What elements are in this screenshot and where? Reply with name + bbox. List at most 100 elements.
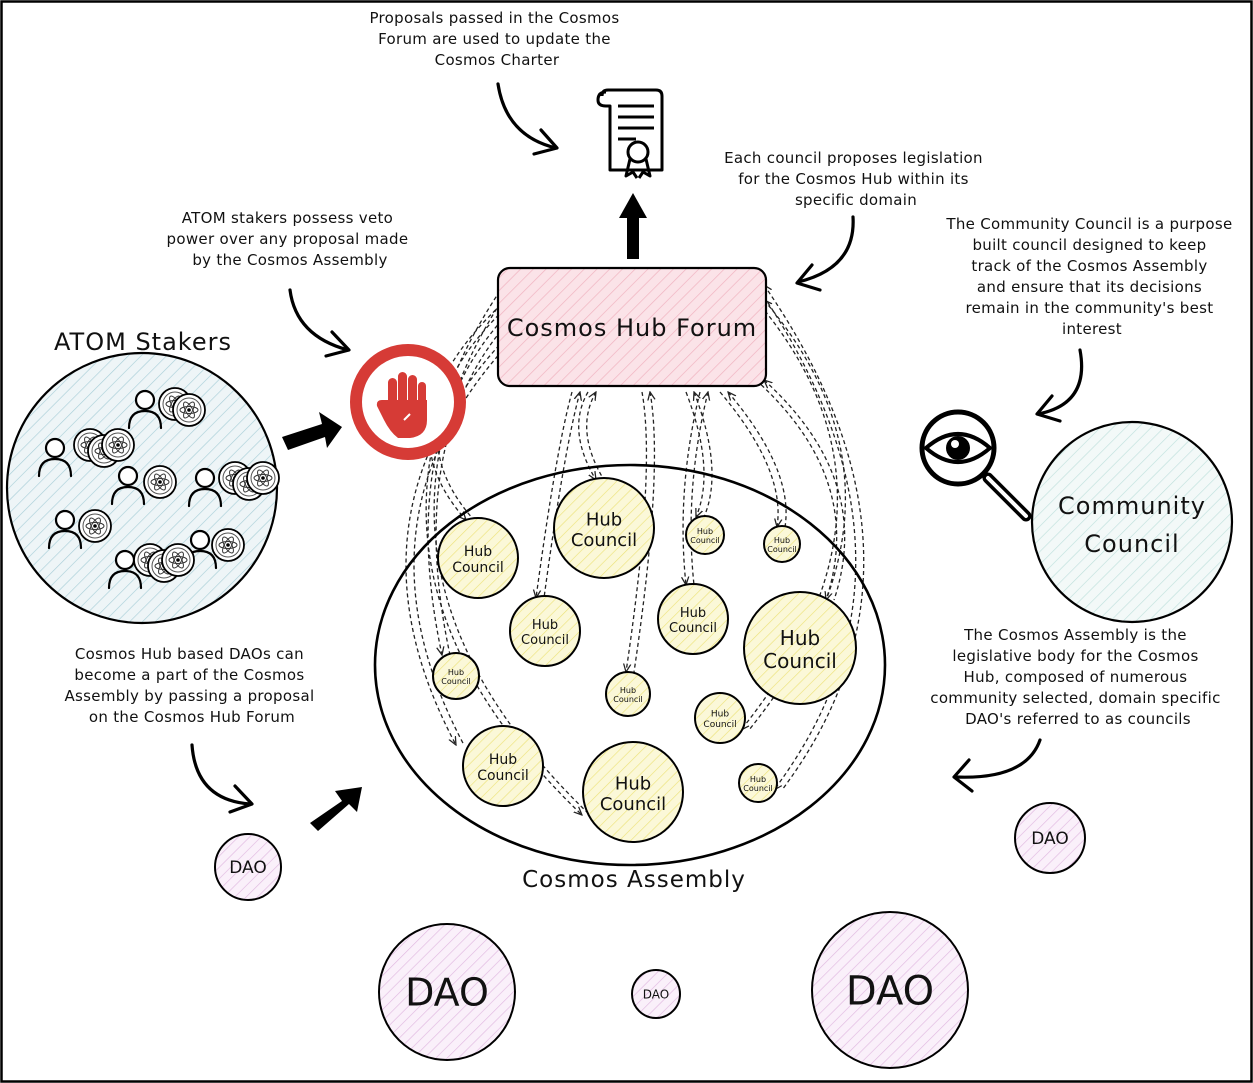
annotation-arrows xyxy=(190,82,1084,814)
stakers-members xyxy=(37,387,280,590)
forum-council-edge xyxy=(764,380,846,601)
note-daos: Cosmos Hub based DAOs can become a part … xyxy=(65,645,320,726)
atom-token-icon xyxy=(246,461,280,495)
hub-council-label-line1: Hub xyxy=(780,626,820,650)
dao-circle[interactable]: DAO xyxy=(1014,802,1086,874)
hub-council-outline xyxy=(738,763,778,803)
hub-council-label-line1: Hub xyxy=(697,527,713,536)
dao-label: DAO xyxy=(846,968,934,1014)
note-charter: Proposals passed in the Cosmos Forum are… xyxy=(369,9,624,69)
forum-council-edge xyxy=(690,392,708,586)
atom-token-icon xyxy=(172,393,206,427)
community-council-circle[interactable]: Community Council xyxy=(1030,420,1234,624)
dao-circle-outline xyxy=(631,969,681,1019)
community-note-arrowhead xyxy=(1035,394,1062,423)
hub-council-label-line2: Council xyxy=(703,720,736,730)
staker-user-icon xyxy=(187,467,223,508)
hub-council-label-line2: Council xyxy=(763,649,837,673)
hub-council-label-line1: Hub xyxy=(750,775,766,784)
magnifier-eye-icon xyxy=(919,409,1032,522)
hub-council-label-line1: Hub xyxy=(464,544,492,560)
hub-council-label-line2: Council xyxy=(452,560,504,576)
atom-token-icon xyxy=(211,528,245,562)
community-note-arrow xyxy=(1036,348,1084,416)
dao-note-arrow xyxy=(190,743,252,806)
forum-council-edge xyxy=(683,391,701,585)
hub-council-label-line1: Hub xyxy=(620,686,636,695)
forum-box[interactable]: Cosmos Hub Forum xyxy=(496,266,768,388)
veto-note-arrow xyxy=(288,288,350,352)
note-veto: ATOM stakers possess veto power over any… xyxy=(167,209,414,269)
note-legislation: Each council proposes legislation for th… xyxy=(724,149,988,209)
hub-council-label-line1: Hub xyxy=(680,606,706,621)
hub-council-label-line2: Council xyxy=(690,536,719,545)
forum-council-edges xyxy=(405,285,865,815)
dao-circle[interactable]: DAO xyxy=(378,923,516,1061)
hub-council-label-line2: Council xyxy=(743,784,772,793)
dao-label: DAO xyxy=(1031,829,1069,849)
dao-circle[interactable]: DAO xyxy=(811,911,969,1069)
forum-council-edge xyxy=(543,392,580,599)
hub-council-outline xyxy=(743,591,857,705)
dao-note-arrowhead xyxy=(228,784,254,814)
hub-council-outline xyxy=(437,517,519,599)
hub-council-outline xyxy=(657,583,729,655)
atom-token-icon xyxy=(143,465,177,499)
forum-council-edge xyxy=(633,392,654,673)
hub-council-label-line2: Council xyxy=(441,677,470,686)
forum-council-edge xyxy=(536,391,573,598)
hub-council-label-line2: Council xyxy=(613,695,642,704)
dao-circle-outline xyxy=(1014,802,1086,874)
hub-council-label-line1: Hub xyxy=(532,618,558,633)
forum-council-edge xyxy=(435,320,510,656)
hub-council-outline xyxy=(509,595,581,667)
note-assembly: The Cosmos Assembly is the legislative b… xyxy=(930,626,1225,728)
dao-circle[interactable]: DAO xyxy=(214,833,282,901)
community-label-line2: Council xyxy=(1084,530,1179,558)
assembly-note-arrow xyxy=(953,738,1042,779)
charter-document-icon xyxy=(596,88,664,179)
dao-label: DAO xyxy=(405,971,489,1015)
staker-user-icon xyxy=(110,465,146,506)
dao-circle-outline xyxy=(378,923,516,1061)
dao-label: DAO xyxy=(229,858,267,878)
staker-user-icon xyxy=(37,437,73,478)
forum-council-edge xyxy=(728,392,787,528)
hub-council-outline xyxy=(553,477,655,579)
forum-council-edge xyxy=(685,391,705,517)
hub-council-label-line2: Council xyxy=(521,633,569,648)
forum-box-outline xyxy=(496,266,768,388)
hub-council-label-line1: Hub xyxy=(615,773,651,794)
hub-council-label-line1: Hub xyxy=(774,536,790,545)
atom-token-icon xyxy=(78,509,112,543)
forum-council-edge xyxy=(578,391,596,480)
hub-council-label-line1: Hub xyxy=(711,710,729,720)
hub-council-label-line2: Council xyxy=(600,794,666,815)
assembly-note-arrowhead xyxy=(952,758,974,793)
stakers-circle[interactable] xyxy=(5,351,279,625)
hub-council-label-line1: Hub xyxy=(489,752,517,768)
hub-council-outline xyxy=(763,525,801,563)
hub-council-label-line2: Council xyxy=(669,621,717,636)
dao-circle[interactable]: DAO xyxy=(631,969,681,1019)
staker-user-icon xyxy=(47,509,83,550)
assembly-label: Cosmos Assembly xyxy=(522,867,746,893)
atom-token-icon xyxy=(101,428,135,462)
hub-council-outline xyxy=(462,725,544,807)
community-circle-outline xyxy=(1030,420,1234,624)
